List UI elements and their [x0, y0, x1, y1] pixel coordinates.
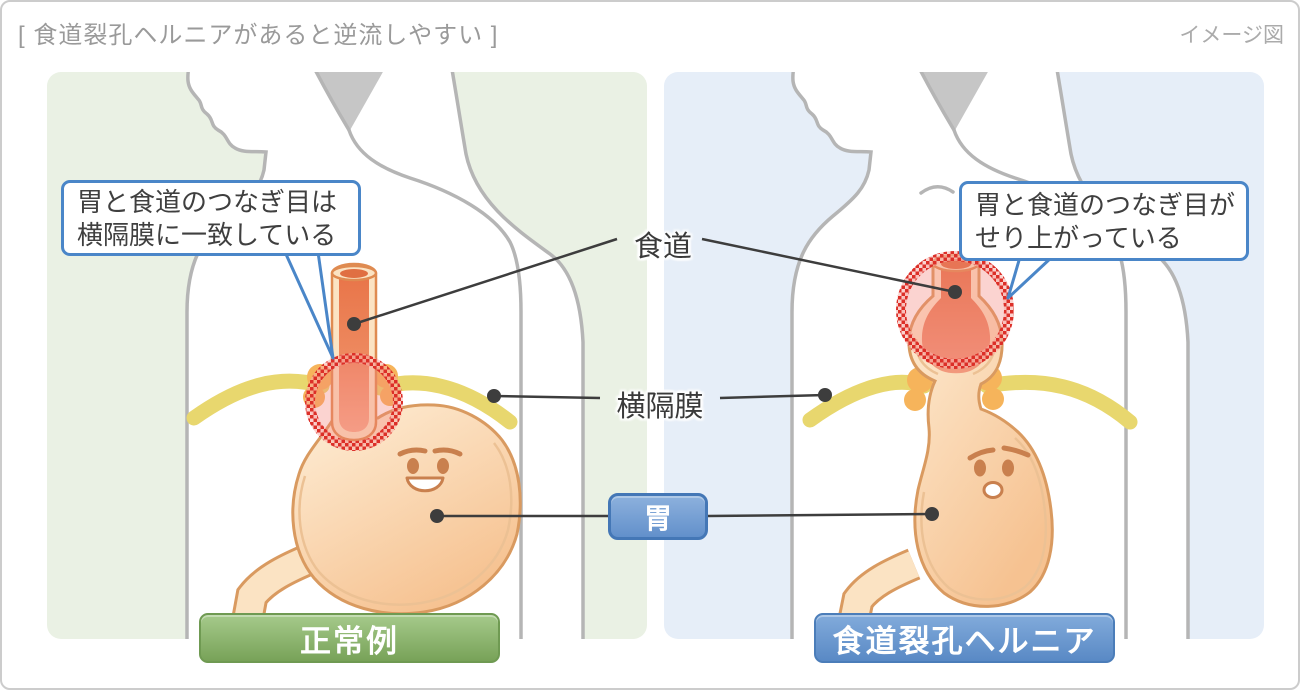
esophagus-left [330, 262, 378, 442]
right-panel-scene [790, 72, 1190, 639]
junction-highlight-left [305, 353, 403, 451]
leader-dots [347, 285, 962, 523]
worried-face [967, 445, 1031, 499]
happy-face [397, 447, 463, 493]
junction-highlight-right [896, 251, 1014, 369]
left-panel-scene [185, 72, 585, 639]
leader-lines [353, 237, 956, 518]
stomach-right [907, 253, 1054, 608]
callout-tail-right [1006, 255, 1054, 300]
stomach-left [291, 403, 522, 616]
callout-tail-left [283, 251, 335, 360]
duodenum-right [837, 548, 921, 624]
